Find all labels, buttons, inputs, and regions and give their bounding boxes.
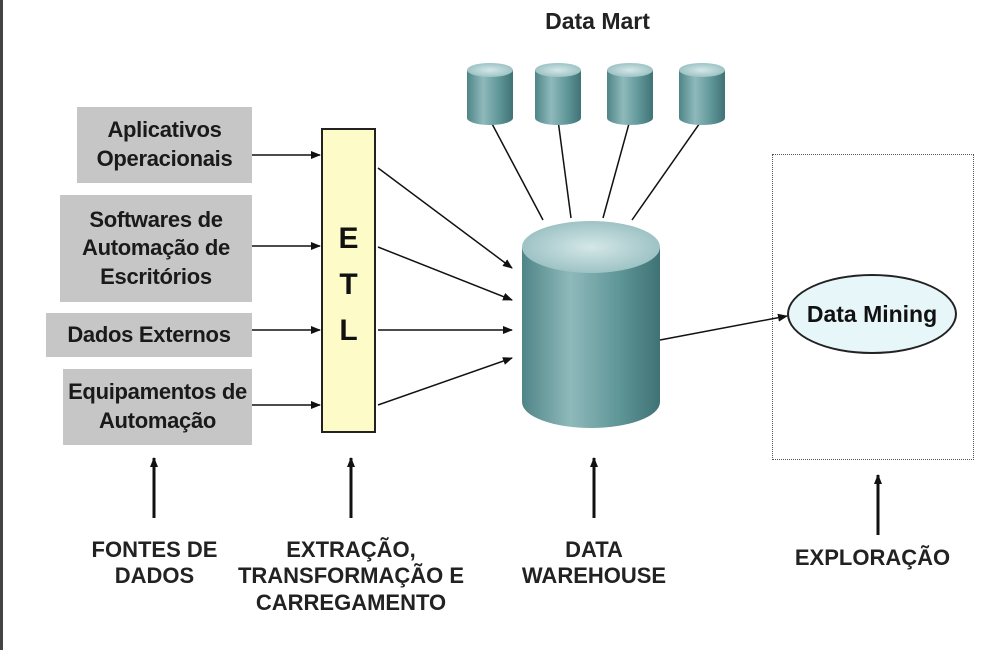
- source-to-etl-arrows: [252, 151, 321, 409]
- arrow: [377, 246, 513, 301]
- source-box-equipamentos: Equipamentos de Automação: [63, 369, 252, 445]
- data-mart-cylinder-icon: [607, 63, 653, 125]
- data-mart-title: Data Mart: [545, 8, 650, 34]
- etl-to-warehouse-arrows: [377, 167, 513, 406]
- etl-letter-e: E: [338, 222, 359, 255]
- source-box-dados-externos: Dados Externos: [46, 313, 252, 357]
- etl-letter-t: T: [339, 268, 358, 301]
- data-mart-cylinders: [467, 63, 725, 125]
- caption-exploracao: EXPLORAÇÃO: [794, 545, 951, 570]
- connector-line: [489, 119, 544, 221]
- data-mart-cylinder-icon: [535, 63, 581, 125]
- connector-line: [602, 119, 631, 219]
- arrow: [377, 167, 513, 269]
- etl-box: E T L: [321, 128, 376, 433]
- data-mining-ellipse: Data Mining: [787, 274, 957, 354]
- data-mart-cylinder-icon: [467, 63, 513, 125]
- caption-data-warehouse: DATA WAREHOUSE: [521, 537, 667, 589]
- caption-extracao: EXTRAÇÃO, TRANSFORMAÇÃO E CARREGAMENTO: [237, 537, 465, 615]
- etl-letter-l: L: [339, 314, 358, 347]
- source-box-softwares: Softwares de Automação de Escritórios: [60, 195, 252, 302]
- data-mart-cylinder-icon: [679, 63, 725, 125]
- caption-fontes-de-dados: FONTES DE DADOS: [91, 537, 218, 589]
- data-warehouse-cylinder-icon: [522, 221, 660, 428]
- caption-arrows: [150, 457, 882, 535]
- connector-line: [631, 119, 703, 221]
- data-mart-connectors: [489, 119, 703, 221]
- connector-line: [557, 119, 572, 219]
- warehouse-to-mining-arrow: [659, 313, 788, 341]
- exploration-box: [772, 154, 974, 460]
- source-box-aplicativos: Aplicativos Operacionais: [77, 107, 252, 183]
- left-border: [0, 0, 3, 650]
- arrow: [377, 357, 513, 406]
